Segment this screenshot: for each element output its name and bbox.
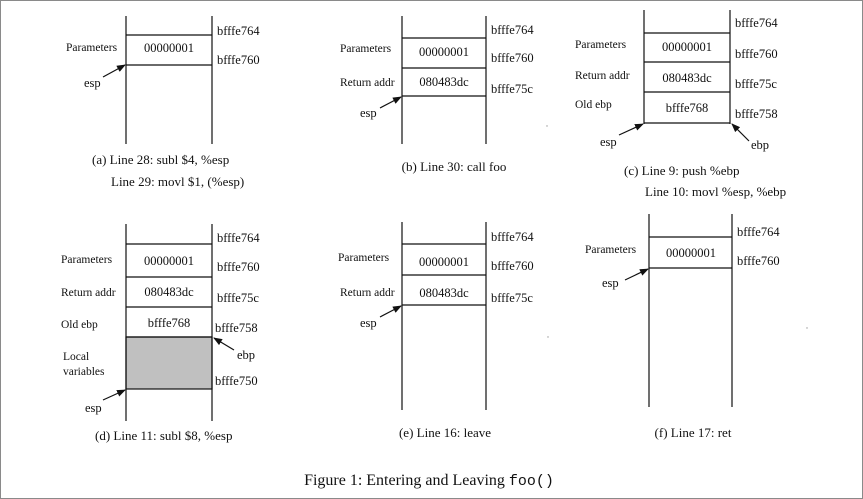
pointer-arrow-esp [102,389,126,401]
panel-c: bfffe764 bfffe760 bfffe75c bfffe758 Para… [575,10,786,199]
pointer-arrow-ebp [731,123,750,142]
address-label: bfffe75c [491,82,533,96]
cell-value: bfffe768 [666,101,709,115]
panel-caption: Line 29: movl $1, (%esp) [111,174,244,189]
address-label: bfffe75c [735,77,777,91]
panel-d: bfffe764 bfffe760 bfffe75c bfffe758 bfff… [61,224,260,443]
pointer-label-esp: esp [602,276,619,290]
figure-caption: Figure 1: Entering and Leaving foo() [304,472,554,490]
address-label: bfffe758 [215,321,258,335]
address-label: bfffe760 [217,53,260,67]
address-label: bfffe764 [737,225,780,239]
address-label: bfffe760 [217,260,260,274]
cell-value: 00000001 [419,45,469,59]
cell-label: Old ebp [61,319,98,331]
cell-label: variables [63,366,105,378]
panel-caption: (f) Line 17: ret [655,425,732,440]
panel-caption: Line 10: movl %esp, %ebp [645,184,786,199]
address-label: bfffe760 [737,254,780,268]
panel-f: bfffe764 bfffe760 Parameters 00000001 es… [585,214,780,440]
pointer-arrow-esp [102,64,126,78]
panel-caption: (c) Line 9: push %ebp [624,163,740,178]
address-label: bfffe764 [217,24,260,38]
pointer-label-esp: esp [84,76,101,90]
pointer-arrow-esp [624,268,649,281]
scan-speck [547,336,549,338]
panel-caption: (a) Line 28: subl $4, %esp [92,152,229,167]
cell-label: Local [63,351,89,363]
cell-value: 080483dc [662,71,712,85]
cell-label: Parameters [61,254,113,266]
address-label: bfffe764 [217,231,260,245]
cell-label: Return addr [61,287,116,299]
address-label: bfffe758 [735,107,778,121]
address-label: bfffe75c [491,291,533,305]
address-label: bfffe750 [215,374,258,388]
cell-value: 00000001 [144,254,194,268]
cell-label: Parameters [575,39,627,51]
scan-speck [546,125,548,127]
cell-label: Parameters [338,252,390,264]
pointer-arrow-ebp [213,337,235,351]
figure-caption-text: Figure 1: Entering and Leaving [304,472,509,489]
cell-value: 00000001 [419,255,469,269]
cell-label: Parameters [585,244,637,256]
pointer-arrow-esp [379,305,402,318]
panel-e: bfffe764 bfffe760 bfffe75c Parameters 00… [338,222,534,440]
cell-label: Return addr [340,77,395,89]
panel-caption: (e) Line 16: leave [399,425,491,440]
cell-value: 00000001 [666,246,716,260]
address-label: bfffe764 [735,16,778,30]
pointer-label-ebp: ebp [237,348,255,362]
pointer-label-esp: esp [85,401,102,415]
cell-value: 00000001 [144,41,194,55]
cell-value: 080483dc [419,75,469,89]
cell-value: bfffe768 [148,316,191,330]
figure-caption-code: foo() [509,473,554,490]
pointer-arrow-esp [379,96,402,109]
address-label: bfffe760 [491,259,534,273]
cell-value: 080483dc [144,285,194,299]
pointer-label-esp: esp [360,106,377,120]
pointer-label-esp: esp [360,316,377,330]
cell-label: Old ebp [575,99,612,111]
address-label: bfffe75c [217,291,259,305]
scan-speck [806,327,808,329]
pointer-label-ebp: ebp [751,138,769,152]
panel-a: bfffe764 bfffe760 Parameters 00000001 es… [66,16,260,189]
cell-label: Parameters [340,43,392,55]
pointer-arrow-esp [618,123,644,136]
cell-label: Return addr [575,70,630,82]
panel-b: bfffe764 bfffe760 bfffe75c Parameters 00… [340,16,534,174]
cell-label: Return addr [340,287,395,299]
panel-caption: (b) Line 30: call foo [402,159,507,174]
cell-value: 080483dc [419,286,469,300]
address-label: bfffe764 [491,23,534,37]
cell-label: Parameters [66,42,118,54]
address-label: bfffe760 [735,47,778,61]
panel-caption: (d) Line 11: subl $8, %esp [95,428,232,443]
local-variables-block [125,336,213,390]
cell-value: 00000001 [662,40,712,54]
address-label: bfffe764 [491,230,534,244]
pointer-label-esp: esp [600,135,617,149]
address-label: bfffe760 [491,51,534,65]
